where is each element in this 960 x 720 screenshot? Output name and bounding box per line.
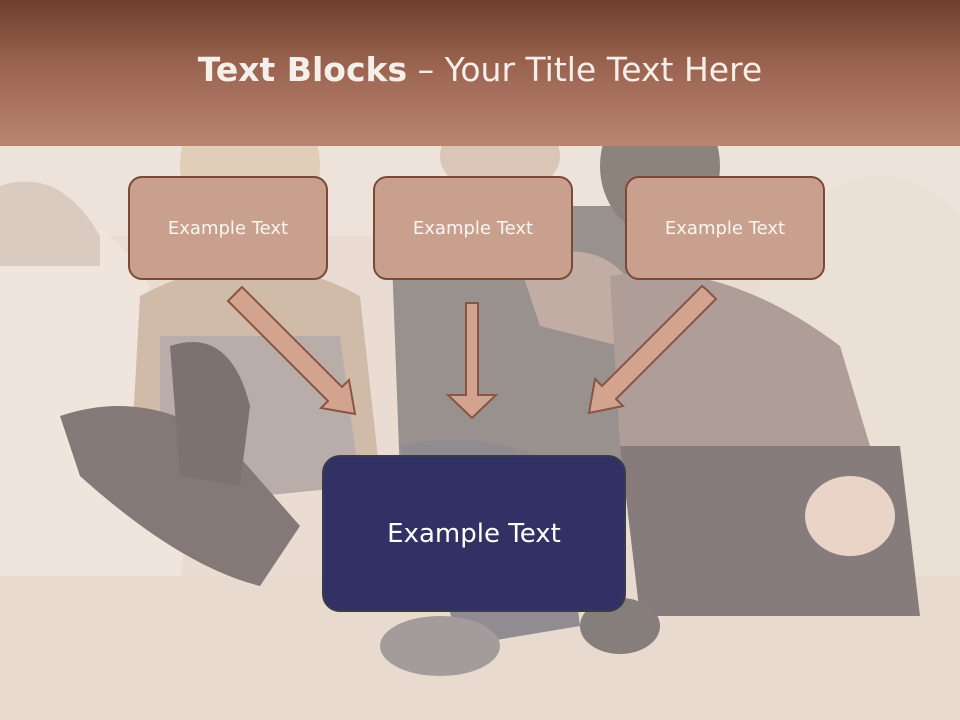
arrow-left — [226, 285, 357, 416]
arrow-middle — [445, 302, 499, 420]
title-bold: Text Blocks — [197, 50, 408, 89]
main-text-block-label: Example Text — [387, 518, 561, 549]
title-dash: – — [407, 50, 445, 89]
title-rest: Your Title Text Here — [444, 50, 763, 89]
header-band — [0, 0, 960, 146]
slide-title[interactable]: Text Blocks – Your Title Text Here — [0, 50, 960, 89]
text-block-1-label: Example Text — [167, 217, 289, 239]
text-block-2[interactable]: Example Text — [373, 176, 573, 280]
text-block-2-label: Example Text — [412, 217, 534, 239]
text-block-3[interactable]: Example Text — [625, 176, 825, 280]
text-block-3-label: Example Text — [664, 217, 786, 239]
arrow-right — [587, 284, 718, 415]
main-text-block[interactable]: Example Text — [322, 455, 626, 612]
text-block-1[interactable]: Example Text — [128, 176, 328, 280]
